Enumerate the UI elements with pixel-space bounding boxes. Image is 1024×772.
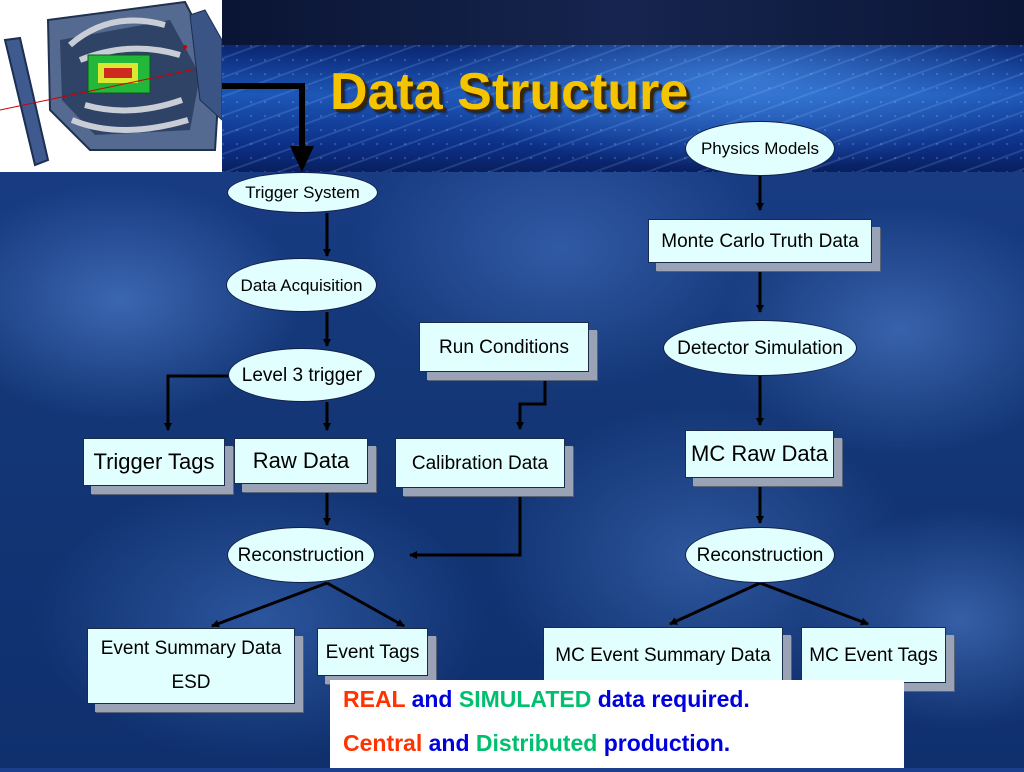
node-trigger-tags: Trigger Tags xyxy=(83,438,225,486)
note2-and: and xyxy=(428,730,470,756)
arrow-level3-to-trigger-tags xyxy=(164,374,232,431)
node-event-tags: Event Tags xyxy=(317,628,428,676)
arrow-mcreco-to-mctags xyxy=(759,581,869,626)
node-mc-event-tags: MC Event Tags xyxy=(801,627,946,683)
node-event-summary-data: Event Summary Data ESD xyxy=(87,628,295,704)
esd-label-line2: ESD xyxy=(171,672,211,693)
arrow-reconstruction-to-event-tags xyxy=(326,581,405,628)
node-run-conditions: Run Conditions xyxy=(419,322,589,372)
node-detector-simulation: Detector Simulation xyxy=(663,320,857,376)
note2-central: Central xyxy=(343,730,423,756)
arrow-mcreco-to-mcesd xyxy=(669,581,761,626)
header-banner-texture xyxy=(222,45,1024,172)
node-trigger-system: Trigger System xyxy=(227,172,378,213)
arrowhead-trigger-system xyxy=(290,146,314,172)
detector-illustration xyxy=(0,0,223,172)
node-monte-carlo-truth: Monte Carlo Truth Data xyxy=(648,219,872,263)
node-physics-models: Physics Models xyxy=(685,121,835,176)
node-mc-event-summary-data: MC Event Summary Data xyxy=(543,627,783,683)
arrow-detector-to-trigger xyxy=(222,83,305,150)
note1-and: and xyxy=(411,686,453,712)
page-title: Data Structure xyxy=(330,63,689,121)
detector-image xyxy=(0,0,223,167)
note1-simulated: SIMULATED xyxy=(458,686,592,712)
arrow-calibration-to-reconstruction xyxy=(409,490,522,559)
node-data-acquisition: Data Acquisition xyxy=(226,258,377,312)
notes-box: REAL and SIMULATED data required. Centra… xyxy=(330,680,904,768)
note1-real: REAL xyxy=(343,686,406,712)
arrow-reconstruction-to-esd xyxy=(211,581,328,628)
header-banner-top xyxy=(222,0,1024,45)
node-raw-data: Raw Data xyxy=(234,438,368,484)
node-reconstruction-mc: Reconstruction xyxy=(685,527,835,583)
node-calibration-data: Calibration Data xyxy=(395,438,565,488)
note2-production: production. xyxy=(603,730,731,756)
note2-distributed: Distributed xyxy=(475,730,598,756)
node-level3-trigger: Level 3 trigger xyxy=(228,348,376,402)
note-line-1: REAL and SIMULATED data required. xyxy=(343,684,904,728)
node-reconstruction-real: Reconstruction xyxy=(227,527,375,583)
arrow-run-conditions-to-calibration xyxy=(516,372,547,430)
note1-data-required: data required. xyxy=(597,686,750,712)
esd-label-line1: Event Summary Data xyxy=(100,637,282,659)
node-mc-raw-data: MC Raw Data xyxy=(685,430,834,478)
note-line-2: Central and Distributed production. xyxy=(343,728,904,772)
